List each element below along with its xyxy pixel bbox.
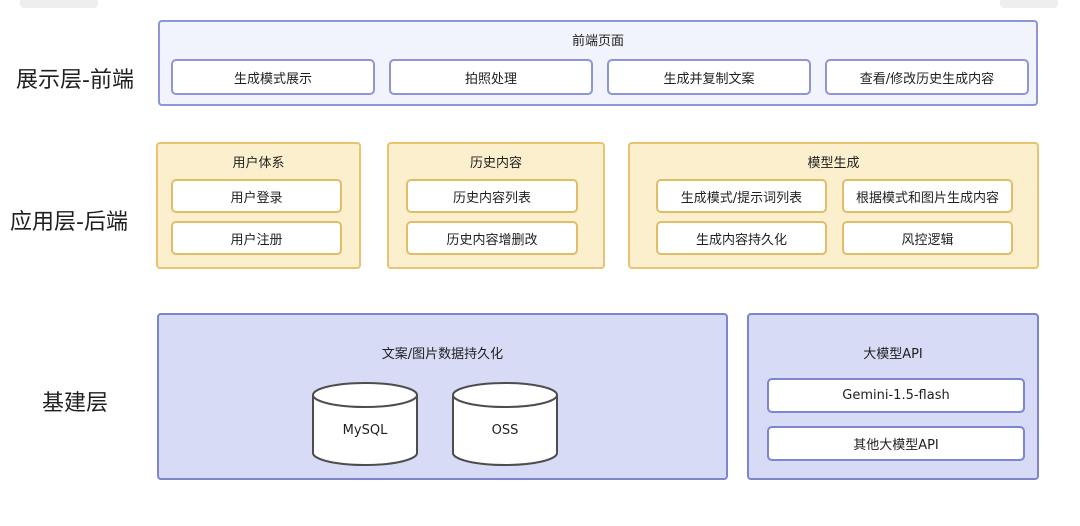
llm-api-panel: 大模型API Gemini-1.5-flash 其他大模型API xyxy=(747,313,1039,480)
user-register-item: 用户注册 xyxy=(171,221,342,255)
user-login-item: 用户登录 xyxy=(171,179,342,213)
application-layer-label: 应用层-后端 xyxy=(10,210,128,235)
generate-from-mode-image-item: 根据模式和图片生成内容 xyxy=(842,179,1013,213)
llm-api-title: 大模型API xyxy=(863,347,923,362)
mysql-database: MySQL xyxy=(310,379,420,467)
gemini-flash-item: Gemini-1.5-flash xyxy=(767,378,1025,413)
mysql-label: MySQL xyxy=(342,423,388,438)
mode-prompt-list-item: 生成模式/提示词列表 xyxy=(656,179,827,213)
oss-label: OSS xyxy=(491,423,519,438)
user-system-group: 用户体系 用户登录 用户注册 xyxy=(156,142,361,269)
generate-copy-text-item: 生成并复制文案 xyxy=(607,59,811,95)
view-edit-history-item: 查看/修改历史生成内容 xyxy=(825,59,1029,95)
history-list-item: 历史内容列表 xyxy=(406,179,578,213)
risk-control-item: 风控逻辑 xyxy=(842,221,1013,255)
database-cylinder-icon xyxy=(452,382,558,466)
generation-mode-display-item: 生成模式展示 xyxy=(171,59,375,95)
other-llm-api-item: 其他大模型API xyxy=(767,426,1025,461)
database-cylinder-icon xyxy=(312,382,418,466)
top-fragment-right xyxy=(1000,0,1058,8)
oss-storage: OSS xyxy=(450,379,560,467)
user-system-title: 用户体系 xyxy=(232,156,285,171)
history-crud-item: 历史内容增删改 xyxy=(406,221,578,255)
frontend-pages-panel: 前端页面 生成模式展示 拍照处理 生成并复制文案 查看/修改历史生成内容 xyxy=(158,20,1038,106)
history-content-title: 历史内容 xyxy=(469,156,522,171)
model-generation-title: 模型生成 xyxy=(807,156,860,171)
photo-processing-item: 拍照处理 xyxy=(389,59,593,95)
presentation-layer-label: 展示层-前端 xyxy=(16,68,134,93)
data-persistence-panel: 文案/图片数据持久化 MySQL OSS xyxy=(157,313,728,480)
frontend-pages-title: 前端页面 xyxy=(571,34,624,49)
data-persistence-title: 文案/图片数据持久化 xyxy=(381,347,504,362)
model-generation-group: 模型生成 生成模式/提示词列表 根据模式和图片生成内容 生成内容持久化 风控逻辑 xyxy=(628,142,1039,269)
top-fragment-left xyxy=(20,0,98,8)
history-content-group: 历史内容 历史内容列表 历史内容增删改 xyxy=(387,142,605,269)
content-persistence-item: 生成内容持久化 xyxy=(656,221,827,255)
infrastructure-layer-label: 基建层 xyxy=(42,391,109,416)
